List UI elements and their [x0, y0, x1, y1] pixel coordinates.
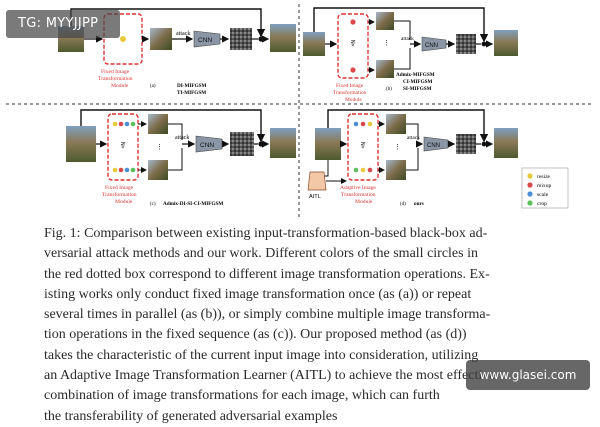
cnn-block: [423, 136, 449, 152]
aitl-block: [307, 171, 327, 191]
svg-text:attack: attack: [407, 135, 420, 141]
transformed-image: [376, 12, 394, 30]
legend-swatch: [527, 200, 533, 206]
legend-label: resize: [537, 174, 551, 180]
fixed-transformation-box: [107, 113, 139, 181]
input-image: [66, 126, 96, 162]
svg-text:(c): (c): [150, 202, 156, 207]
svg-text:(b): (b): [386, 87, 392, 92]
caption-line: tion operations in the fixed sequence (a…: [44, 327, 467, 343]
transformation-circle: [120, 36, 126, 42]
adaptive-transformation-box: [347, 113, 379, 181]
caption-line: Fig. 1: Comparison between existing inpu…: [44, 226, 488, 241]
cnn-block: [421, 36, 447, 52]
transformed-image: [150, 28, 172, 50]
panel-d: N× ⋮ attack CNN AITL: [307, 109, 569, 209]
svg-text:Fixed Image: Fixed Image: [336, 83, 364, 89]
svg-text:attack: attack: [175, 135, 189, 141]
svg-text:CNN: CNN: [425, 43, 438, 49]
transformed-image: [386, 160, 406, 180]
svg-text:Fixed Image: Fixed Image: [101, 69, 130, 75]
caption-line: several times in parallel (as (b)), or s…: [44, 307, 491, 323]
svg-text:CNN: CNN: [198, 37, 212, 44]
panel-a: attack CNN Fixed Image Transformation Mo…: [58, 8, 296, 96]
transformed-image: [376, 60, 394, 78]
svg-text:(d): (d): [400, 202, 406, 207]
caption-line: versarial attack methods and our work. D…: [44, 246, 478, 262]
svg-text:DI-MIFGSM: DI-MIFGSM: [177, 83, 206, 89]
svg-text:Fixed Image: Fixed Image: [105, 185, 134, 191]
adversarial-image: [494, 30, 518, 56]
watermark-top: TG: MYYJJPP: [6, 10, 120, 38]
panel-b: N× ⋮ attack CNN Fixed Image Transformati…: [303, 7, 518, 103]
svg-text:Transformation: Transformation: [341, 191, 376, 198]
svg-text:Admix-MIFGSM: Admix-MIFGSM: [396, 72, 435, 78]
svg-text:Transformation: Transformation: [98, 75, 133, 82]
legend-label: mixup: [537, 183, 551, 189]
adversarial-image: [270, 128, 296, 158]
perturbation-image: [456, 34, 476, 54]
caption-line: isting works only conduct fixed image tr…: [44, 286, 472, 302]
svg-text:Module: Module: [111, 83, 129, 89]
svg-text:⋮: ⋮: [394, 143, 401, 151]
svg-text:SI-MIFGSM: SI-MIFGSM: [403, 86, 432, 92]
transformation-circle: [350, 19, 356, 25]
svg-text:N×: N×: [119, 142, 125, 149]
svg-text:AITL: AITL: [309, 194, 321, 200]
legend-swatch: [527, 173, 533, 179]
transformed-image: [386, 114, 406, 134]
panel-c: N× ⋮ attack CNN Fixed Image Transform: [66, 109, 296, 207]
input-image: [315, 128, 341, 160]
transformed-image: [148, 114, 168, 134]
svg-text:Module: Module: [355, 199, 373, 205]
svg-text:(a): (a): [150, 84, 156, 89]
perturbation-image: [456, 134, 476, 154]
caption-line: the red dotted box correspond to differe…: [44, 266, 490, 282]
svg-text:N×: N×: [349, 40, 355, 47]
legend-label: scale: [537, 192, 549, 198]
svg-text:Transformation: Transformation: [102, 191, 137, 198]
svg-text:⋮: ⋮: [156, 143, 163, 151]
svg-text:Admix-DI-SI-CI-MIFGSM: Admix-DI-SI-CI-MIFGSM: [163, 201, 223, 207]
legend-swatch: [527, 182, 533, 188]
figure-diagram: attack CNN Fixed Image Transformation Mo…: [6, 4, 594, 218]
caption-line: takes the characteristic of the current …: [44, 347, 479, 363]
svg-text:attack: attack: [401, 36, 414, 42]
adversarial-image: [494, 128, 518, 158]
cnn-block: [195, 135, 223, 153]
legend-swatch: [527, 191, 533, 197]
legend-label: crop: [537, 201, 547, 207]
svg-text:TI-MIFGSM: TI-MIFGSM: [177, 90, 206, 96]
legend: resize mixup scale crop: [527, 173, 551, 207]
cnn-block: [193, 30, 221, 48]
svg-text:CI-MIFGSM: CI-MIFGSM: [403, 79, 432, 85]
svg-text:Adaptive Image: Adaptive Image: [340, 185, 376, 191]
svg-text:Transformation: Transformation: [333, 89, 367, 96]
transformation-circle: [350, 67, 356, 73]
svg-text:CNN: CNN: [200, 142, 214, 149]
figure-caption: Fig. 1: Comparison between existing inpu…: [44, 224, 560, 427]
transformed-image: [148, 160, 168, 180]
perturbation-image: [230, 132, 254, 156]
svg-text:⋮: ⋮: [383, 39, 390, 47]
perturbation-image: [230, 28, 252, 50]
svg-text:N×: N×: [359, 142, 365, 149]
svg-text:Module: Module: [115, 199, 133, 205]
input-image: [303, 32, 325, 56]
adversarial-image: [270, 24, 296, 52]
attack-label: attack: [176, 31, 190, 37]
svg-text:ours: ours: [414, 201, 424, 207]
watermark-bottom: www.glasei.com: [466, 360, 590, 390]
svg-text:CNN: CNN: [427, 143, 440, 149]
caption-line: the transferability of generated adversa…: [44, 408, 338, 424]
figure: attack CNN Fixed Image Transformation Mo…: [6, 4, 594, 218]
svg-text:Module: Module: [345, 97, 362, 103]
caption-line: an Adaptive Image Transformation Learner…: [44, 368, 496, 384]
fixed-transformation-box: [337, 13, 369, 79]
